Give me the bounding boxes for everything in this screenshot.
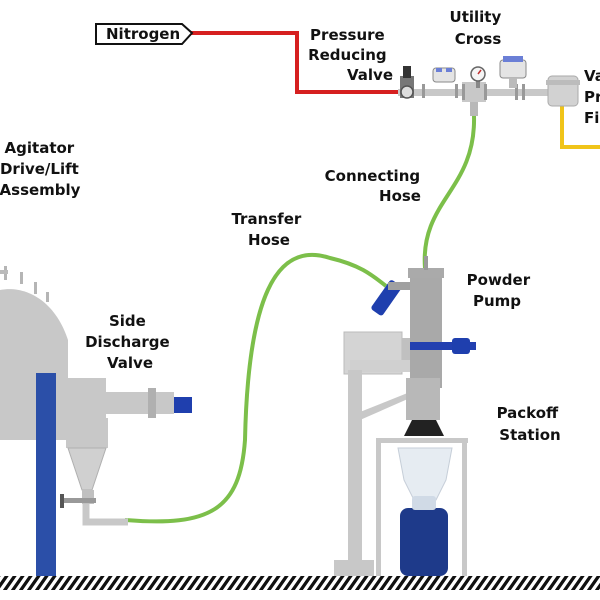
nitrogen-label: Nitrogen bbox=[106, 25, 180, 43]
floor bbox=[0, 576, 600, 590]
transfer-hose bbox=[124, 252, 388, 524]
powder-pump bbox=[371, 256, 476, 388]
pressure-gauge-icon bbox=[470, 66, 486, 88]
agitator-label: Agitator Drive/Lift Assembly bbox=[0, 139, 84, 199]
packoff-frame bbox=[334, 360, 410, 576]
transfer-hose-label: Transfer Hose bbox=[231, 210, 306, 249]
pressure-reducing-valve-label: Pressure Reducing Valve bbox=[308, 26, 393, 84]
side-discharge-valve-label: Side Discharge Valve bbox=[85, 312, 175, 372]
agitator-vessel bbox=[0, 266, 68, 440]
side-discharge-valve bbox=[60, 378, 192, 526]
connecting-hose bbox=[422, 115, 477, 269]
actuated-valve-left-icon bbox=[432, 67, 456, 83]
packoff-station-label: Packoff Station bbox=[497, 404, 564, 444]
nitrogen-line bbox=[190, 31, 398, 94]
packoff-station bbox=[376, 378, 468, 576]
nitrogen-tag: Nitrogen bbox=[95, 23, 194, 45]
actuated-valve-right-icon bbox=[499, 56, 527, 88]
vacuum-filter-housing bbox=[546, 75, 580, 107]
vacuum-filter-label-partial: Va Pr Fi bbox=[584, 67, 600, 127]
powder-pump-label: Powder Pump bbox=[467, 271, 536, 310]
utility-cross-label: Utility Cross bbox=[450, 8, 507, 48]
pressure-reducing-valve bbox=[400, 66, 414, 99]
utility-cross-manifold bbox=[398, 82, 548, 116]
support-post bbox=[36, 373, 56, 576]
connecting-hose-label: Connecting Hose bbox=[325, 167, 426, 205]
